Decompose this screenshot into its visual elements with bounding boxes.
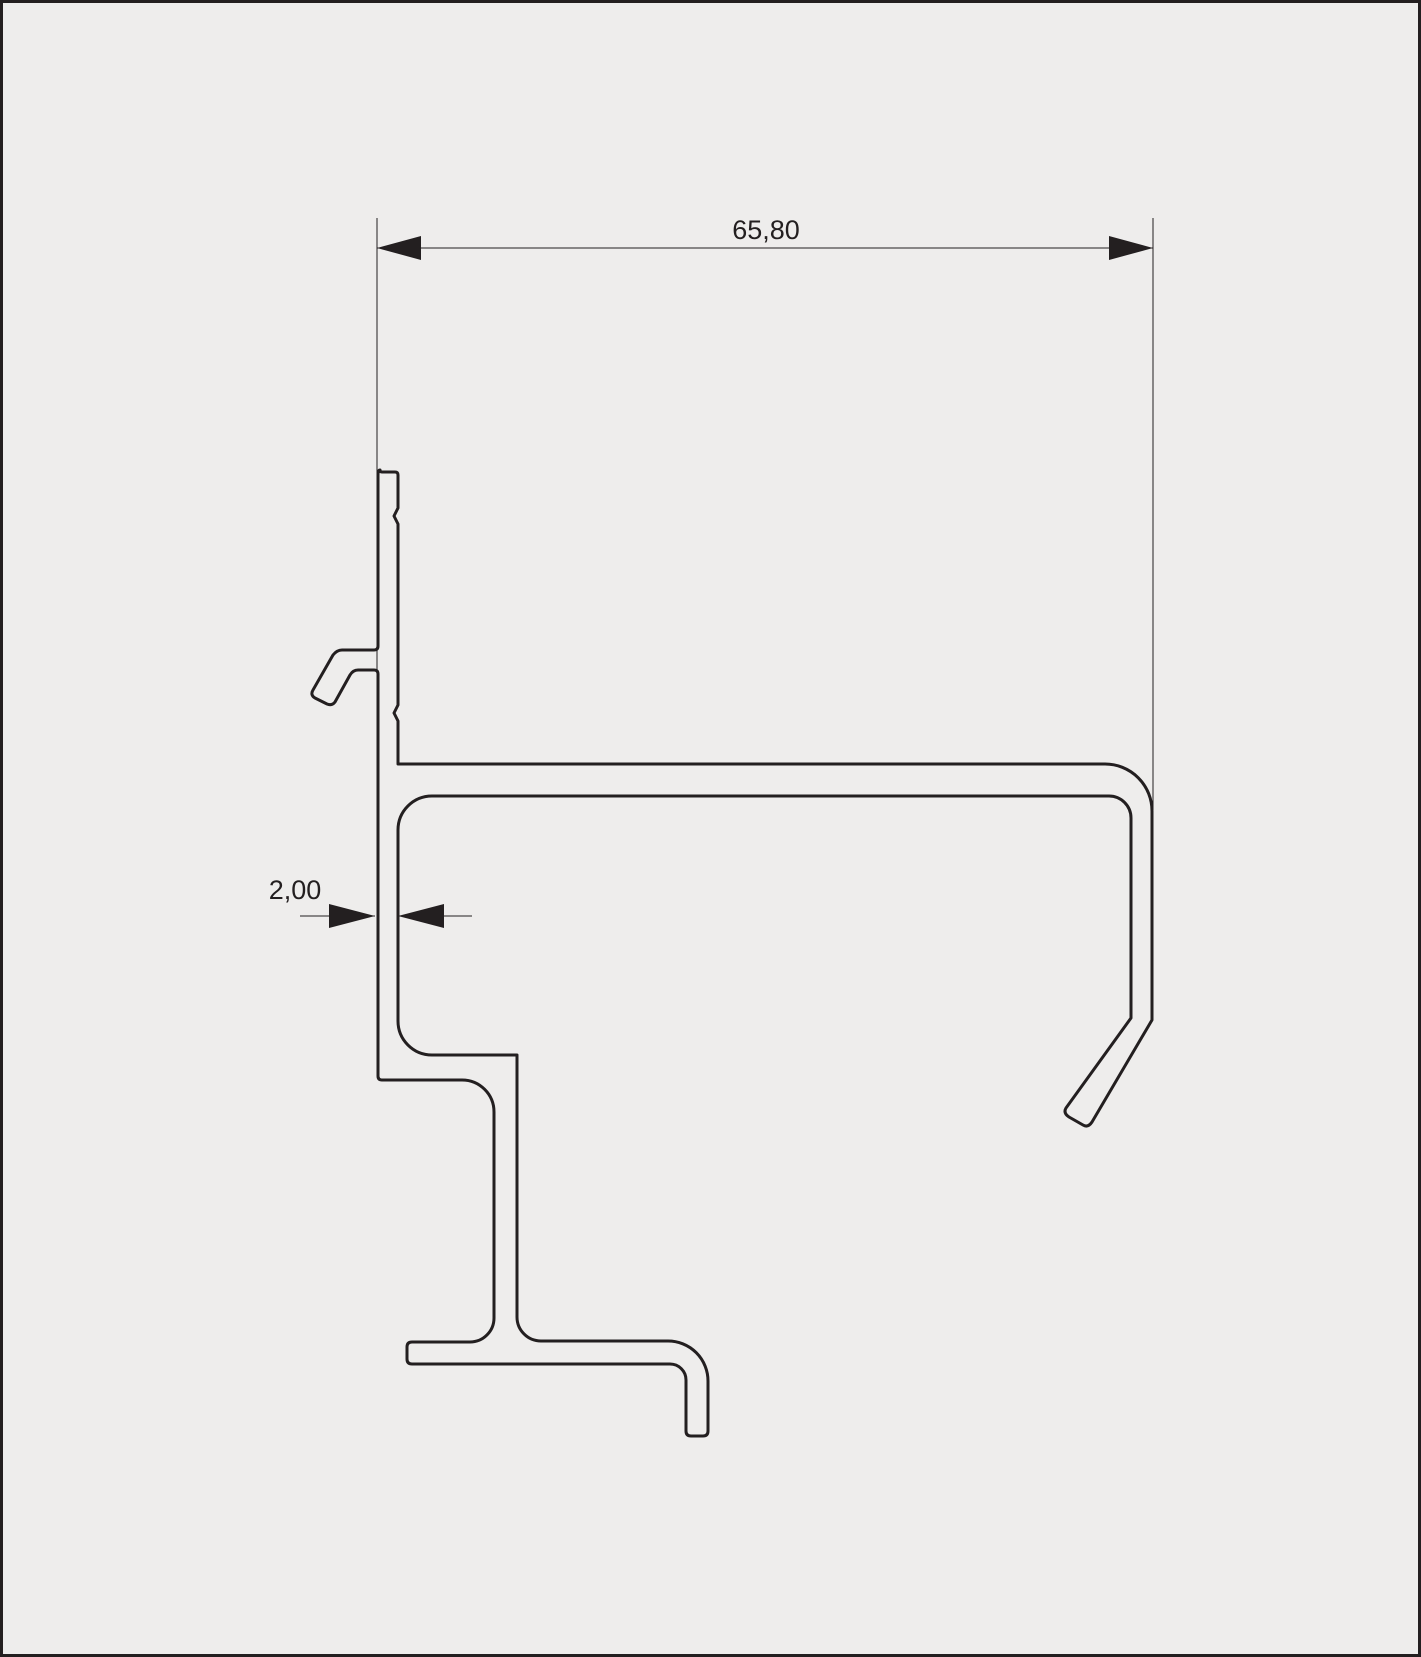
arrowhead-right	[1109, 236, 1153, 260]
thickness-dimension-label: 2,00	[269, 875, 322, 905]
arrowhead-left	[377, 236, 421, 260]
arrowhead-thickness-right	[398, 904, 444, 928]
width-dimension: 65,80	[376, 215, 1154, 1075]
width-dimension-label: 65,80	[732, 215, 800, 245]
aluminium-profile-outline	[310, 468, 1154, 1438]
arrowhead-thickness-left	[329, 904, 375, 928]
thickness-dimension: 2,00	[269, 875, 472, 928]
